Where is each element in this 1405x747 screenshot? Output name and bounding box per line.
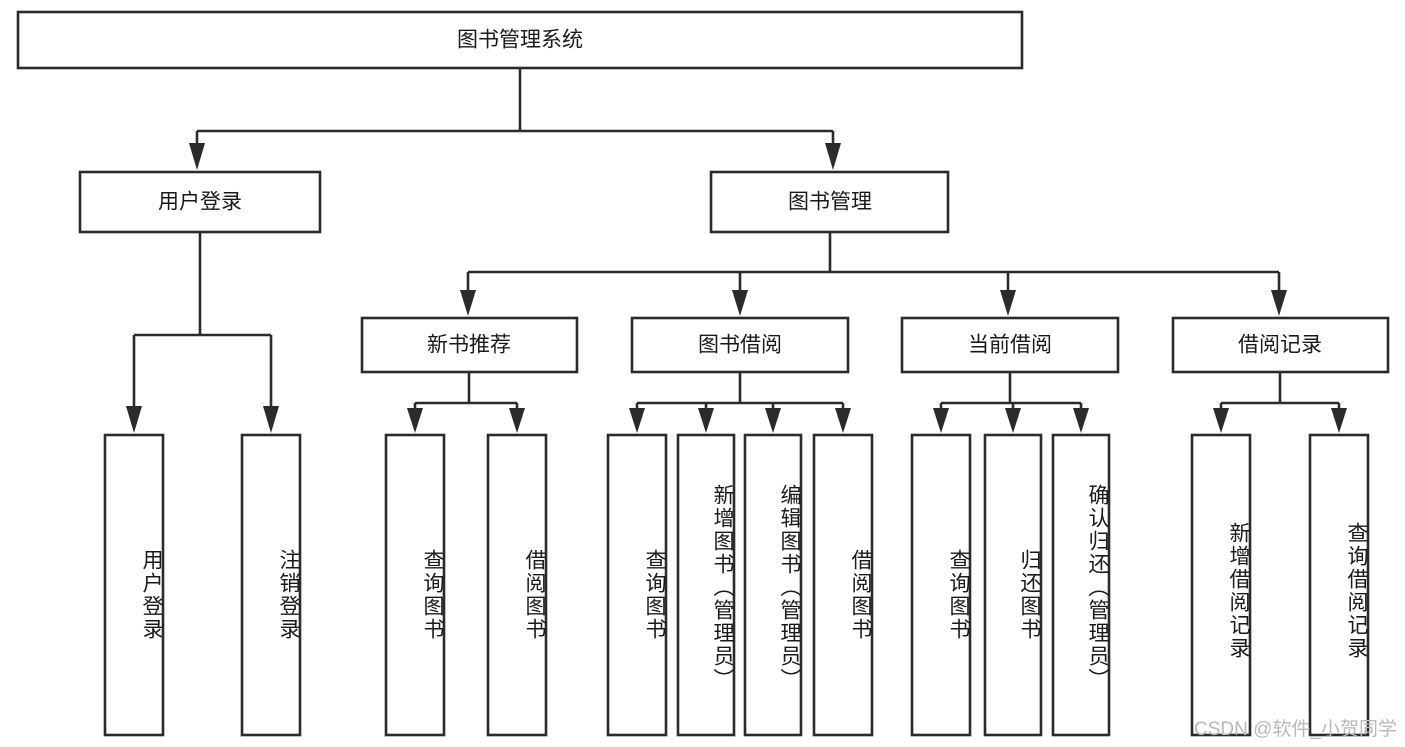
arrow-to-leaf-edit-book (765, 408, 781, 433)
node-leaf-query-borrow-record[interactable] (1308, 433, 1370, 737)
node-leaf-add-borrow-record[interactable] (1190, 433, 1252, 737)
node-leaf-borrow-book-rec[interactable] (486, 433, 548, 737)
arrow-to-leaf-borrow-book-1 (509, 408, 525, 433)
arrow-to-leaf-user-login (126, 406, 142, 433)
node-leaf-user-login[interactable] (103, 433, 165, 737)
arrow-to-leaf-confirm-return (1073, 408, 1089, 433)
node-label-user-login: 用户登录 (158, 191, 242, 214)
node-leaf-query-book-borrow[interactable] (606, 433, 668, 737)
arrow-to-leaf-query-book-1 (407, 408, 423, 433)
arrow-to-leaf-add-book (698, 408, 714, 433)
arrow-to-leaf-borrow-book-2 (835, 408, 851, 433)
arrow-to-current-borrow (1000, 290, 1016, 316)
node-leaf-edit-book-admin[interactable] (743, 433, 803, 737)
node-label-borrow-record: 借阅记录 (1238, 334, 1322, 357)
node-label-book-borrow: 图书借阅 (698, 334, 782, 357)
node-leaf-return-book[interactable] (983, 433, 1043, 737)
node-leaf-confirm-return-admin[interactable] (1051, 433, 1111, 737)
node-leaf-logout[interactable] (240, 433, 302, 737)
arrow-to-leaf-logout (263, 406, 279, 433)
arrow-to-book-borrow (732, 290, 748, 316)
arrow-to-leaf-return-book (1005, 408, 1021, 433)
node-current-borrow[interactable] (900, 316, 1120, 374)
node-leaf-query-book-rec[interactable] (384, 433, 446, 737)
arrow-to-new-book-rec (460, 290, 476, 316)
node-label-root: 图书管理系统 (457, 29, 583, 52)
node-leaf-query-book-current[interactable] (910, 433, 972, 737)
arrow-to-leaf-query-book-2 (629, 408, 645, 433)
node-leaf-borrow-book[interactable] (812, 433, 874, 737)
arrow-to-leaf-query-record (1331, 408, 1347, 433)
node-layer: 图书管理系统 用户登录 图书管理 新书推荐 图书借阅 当前借阅 借阅记录 (16, 10, 1390, 737)
node-label-current-borrow: 当前借阅 (968, 334, 1052, 357)
node-user-login[interactable] (78, 170, 322, 234)
node-borrow-record[interactable] (1171, 316, 1390, 374)
node-book-borrow[interactable] (630, 316, 850, 374)
arrow-to-book-manage (825, 143, 841, 170)
node-new-book-recommend[interactable] (360, 316, 579, 374)
node-label-new-book-recommend: 新书推荐 (427, 334, 511, 357)
arrow-to-leaf-query-book-3 (933, 408, 949, 433)
csdn-watermark: CSDN @软件_小贺同学 (1194, 719, 1397, 740)
node-book-management[interactable] (709, 170, 950, 234)
arrow-to-borrow-record (1271, 290, 1287, 316)
node-book-management-system[interactable] (16, 10, 1024, 70)
connector-layer (126, 68, 1347, 433)
node-label-book-management: 图书管理 (788, 191, 872, 214)
arrow-to-leaf-add-record (1213, 408, 1229, 433)
arrow-to-user-login (189, 143, 205, 170)
node-leaf-add-book-admin[interactable] (676, 433, 736, 737)
